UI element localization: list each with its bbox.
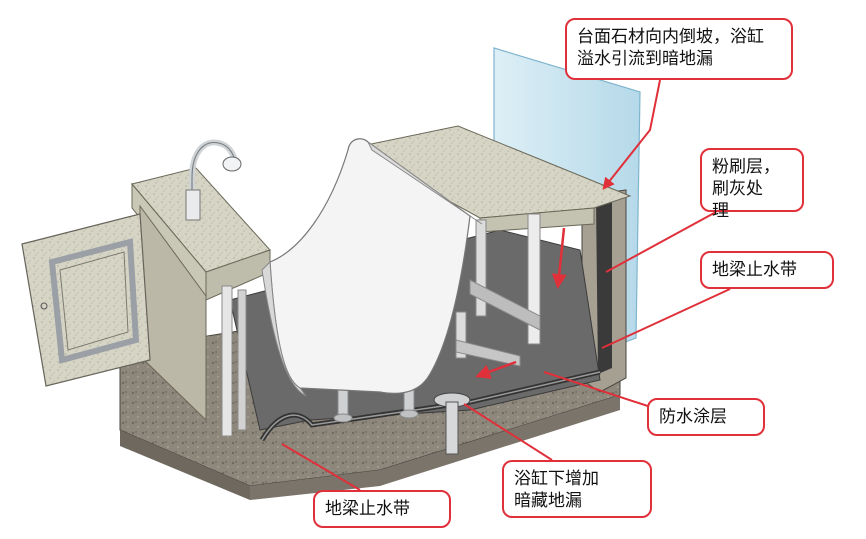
callout-countertop-slope: 台面石材向内倒坡，浴缸 溢水引流到暗地漏 [565, 18, 793, 80]
leader-lines [281, 79, 731, 491]
callout-plaster-layer: 粉刷层， 刷灰处 理 [700, 148, 804, 221]
callout-beam-waterstop-left: 地梁止水带 [313, 490, 451, 528]
callout-beam-waterstop-right: 地梁止水带 [700, 251, 834, 289]
callout-waterproof-coating: 防水涂层 [647, 398, 765, 436]
callout-hidden-floor-drain: 浴缸下增加 暗藏地漏 [502, 460, 652, 518]
access-door [21, 213, 151, 387]
tub-supports [221, 213, 541, 437]
hidden-floor-drain [433, 392, 471, 455]
water-flow-arrows [475, 227, 567, 379]
bathtub-shell [261, 138, 483, 397]
faucet [185, 139, 242, 221]
